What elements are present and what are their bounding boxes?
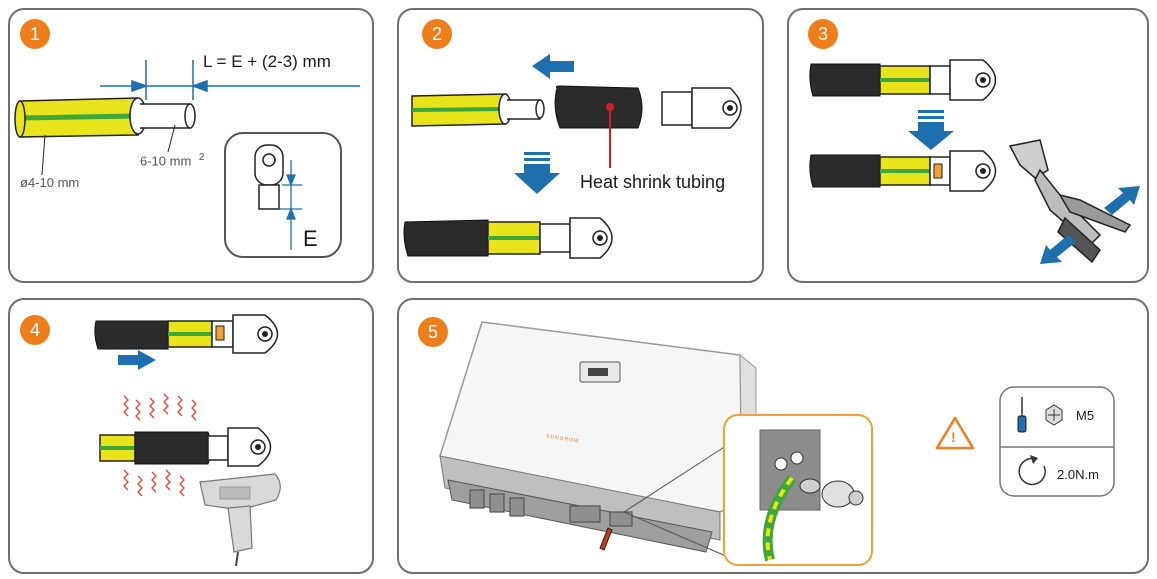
warning-icon: [935, 416, 975, 450]
step-2-badge: 2: [422, 19, 452, 49]
cross-section-unit-sup: 2: [198, 152, 205, 163]
bolt-head-icon: [1045, 404, 1063, 426]
arrow-down-icon: [908, 110, 954, 150]
step-3-badge: 3: [808, 19, 838, 49]
ot-terminal: [661, 87, 742, 129]
cable-with-tubing: [809, 59, 997, 101]
arrow-down-icon: [514, 152, 560, 194]
inverter: [439, 321, 757, 553]
crimped-cable: [809, 150, 997, 192]
cable-before-heating: [94, 314, 279, 354]
length-formula: L = E + (2-3) mm: [203, 52, 331, 71]
dimension-lines: [100, 60, 360, 100]
bolt-size-label: M5: [1076, 408, 1095, 423]
ot-terminal: [254, 144, 284, 210]
e-dimension-label: E: [303, 226, 318, 251]
screwdriver-icon: [1017, 397, 1027, 433]
torque-rotate-icon: [1018, 455, 1046, 486]
arrow-right-icon: [1104, 186, 1140, 215]
torque-value-label: 2.0N.m: [1057, 467, 1099, 482]
step-1-badge: 1: [20, 19, 50, 49]
torque-spec-box: [999, 386, 1115, 497]
terminal-detail-box: [224, 132, 342, 258]
stripped-cable: [14, 97, 196, 138]
cable-after-heating: [99, 427, 272, 467]
cross-section-value: 6-10 mm: [140, 153, 192, 169]
heat-waves: [123, 393, 197, 497]
arrow-right-icon: [1040, 235, 1076, 264]
heat-shrink-tubing-label: Heat shrink tubing: [580, 172, 726, 192]
assembled-cable: [403, 217, 613, 259]
grounding-detail: [759, 429, 864, 562]
arrow-right-icon: [118, 350, 156, 370]
step-4-badge: 4: [20, 315, 50, 345]
warning-exclamation: !: [951, 429, 956, 445]
cross-section-label: 6-10 mm 2: [140, 152, 204, 168]
diameter-label: ø4-10 mm: [20, 175, 80, 190]
heat-gun-icon: [199, 473, 281, 567]
heat-shrink-tube: [554, 85, 643, 129]
arrow-left-icon: [532, 54, 574, 79]
screwdriver-small: [599, 527, 613, 551]
crimping-tool-icon: [1008, 139, 1132, 264]
stripped-cable: [411, 93, 545, 127]
step-5-badge: 5: [418, 317, 448, 347]
